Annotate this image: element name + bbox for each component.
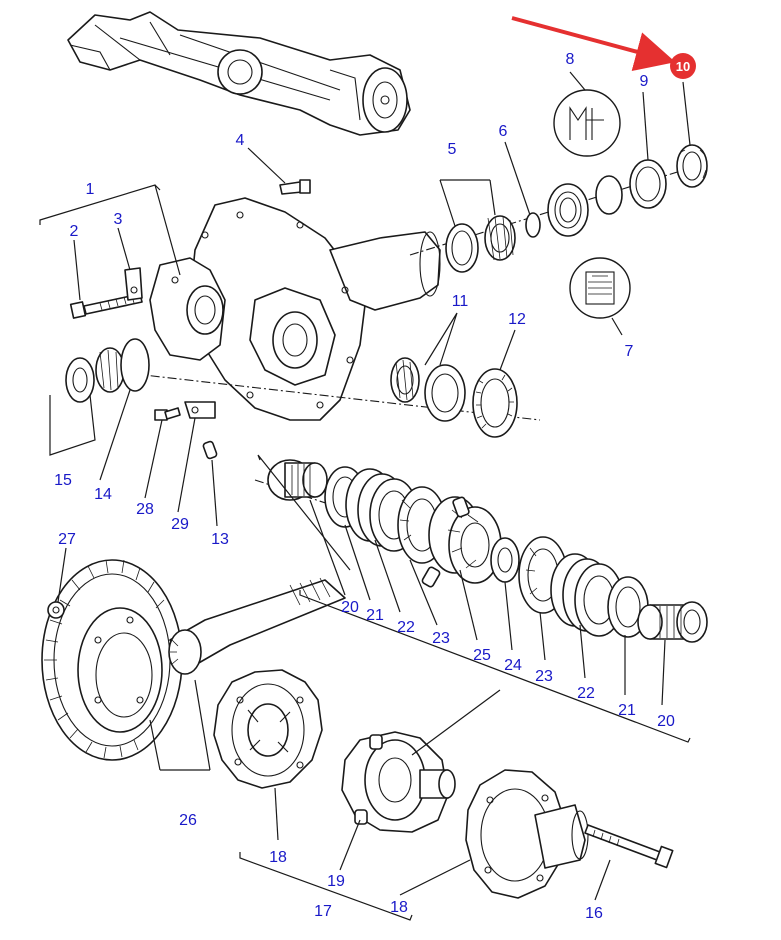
washer-24 (490, 537, 520, 583)
callout-25: 25 (473, 647, 491, 664)
crown-wheel-26 (41, 559, 183, 761)
callout-8: 8 (566, 51, 575, 68)
callout-3: 3 (114, 211, 123, 228)
highlight-badge (670, 53, 696, 79)
callout-22b: 22 (577, 685, 595, 702)
pin-13 (202, 440, 218, 460)
callout-1: 1 (86, 181, 95, 198)
ring-9 (629, 159, 667, 209)
gear-ring-12 (472, 368, 518, 438)
bolt-4 (279, 179, 311, 195)
callout-6: 6 (499, 123, 508, 140)
lock-tab-29 (184, 401, 216, 419)
callout-2: 2 (70, 223, 79, 240)
differential-housing (149, 197, 441, 421)
bolt-16 (584, 824, 674, 869)
axle-assembly-overview (67, 11, 411, 136)
callout-18b: 18 (390, 899, 408, 916)
callout-21b: 21 (618, 702, 636, 719)
callout-23b: 23 (535, 668, 553, 685)
callout-26: 26 (179, 812, 197, 829)
bearing-5 (445, 215, 516, 273)
callout-11: 11 (452, 293, 469, 310)
callout-23a: 23 (432, 630, 450, 647)
callout-7: 7 (625, 343, 634, 360)
callout-5: 5 (448, 141, 457, 158)
callout-4: 4 (236, 132, 245, 149)
callout-19: 19 (327, 873, 345, 890)
callout-14: 14 (94, 486, 112, 503)
callout-27: 27 (58, 531, 76, 548)
callout-22a: 22 (397, 619, 415, 636)
side-gear-20b (637, 601, 708, 643)
callout-18a: 18 (269, 849, 287, 866)
disc-pack-22b (550, 553, 624, 637)
carrier-half-18a (213, 669, 323, 789)
sealant-symbol (553, 89, 621, 157)
callout-12: 12 (508, 311, 526, 328)
callout-16: 16 (585, 905, 603, 922)
callout-20a: 20 (341, 599, 359, 616)
callout-24: 24 (504, 657, 522, 674)
nut-27 (47, 601, 65, 619)
callout-29: 29 (171, 516, 189, 533)
nut-10 (676, 144, 708, 188)
highlight-label: 10 (676, 59, 690, 74)
callout-28: 28 (136, 501, 154, 518)
grease-symbol (569, 257, 631, 319)
callout-13: 13 (211, 531, 229, 548)
o-ring-6 (525, 212, 541, 238)
diff-case-19 (341, 731, 456, 833)
side-gear-20a (267, 459, 328, 501)
bearing-15 (65, 347, 125, 403)
highlight-arrow (511, 16, 676, 72)
center-axis (99, 369, 541, 421)
shim-8 (595, 175, 623, 215)
carrier-half-18b (465, 769, 589, 899)
callout-21a: 21 (366, 607, 384, 624)
callout-20b: 20 (657, 713, 675, 730)
ring-14 (120, 338, 150, 392)
leader-lines (39, 71, 691, 921)
seal-7 (547, 183, 589, 237)
screw-28 (154, 407, 181, 421)
callout-17: 17 (314, 903, 332, 920)
pinion-shaft-26 (168, 577, 346, 675)
callout-9: 9 (640, 73, 649, 90)
spider-gears-25 (421, 496, 502, 588)
callout-15: 15 (54, 472, 72, 489)
locking-plate-3 (124, 267, 143, 301)
bearing-11 (390, 357, 466, 422)
callout-labels: 1 2 3 4 5 6 7 8 9 11 12 13 14 15 16 17 1… (54, 51, 675, 922)
